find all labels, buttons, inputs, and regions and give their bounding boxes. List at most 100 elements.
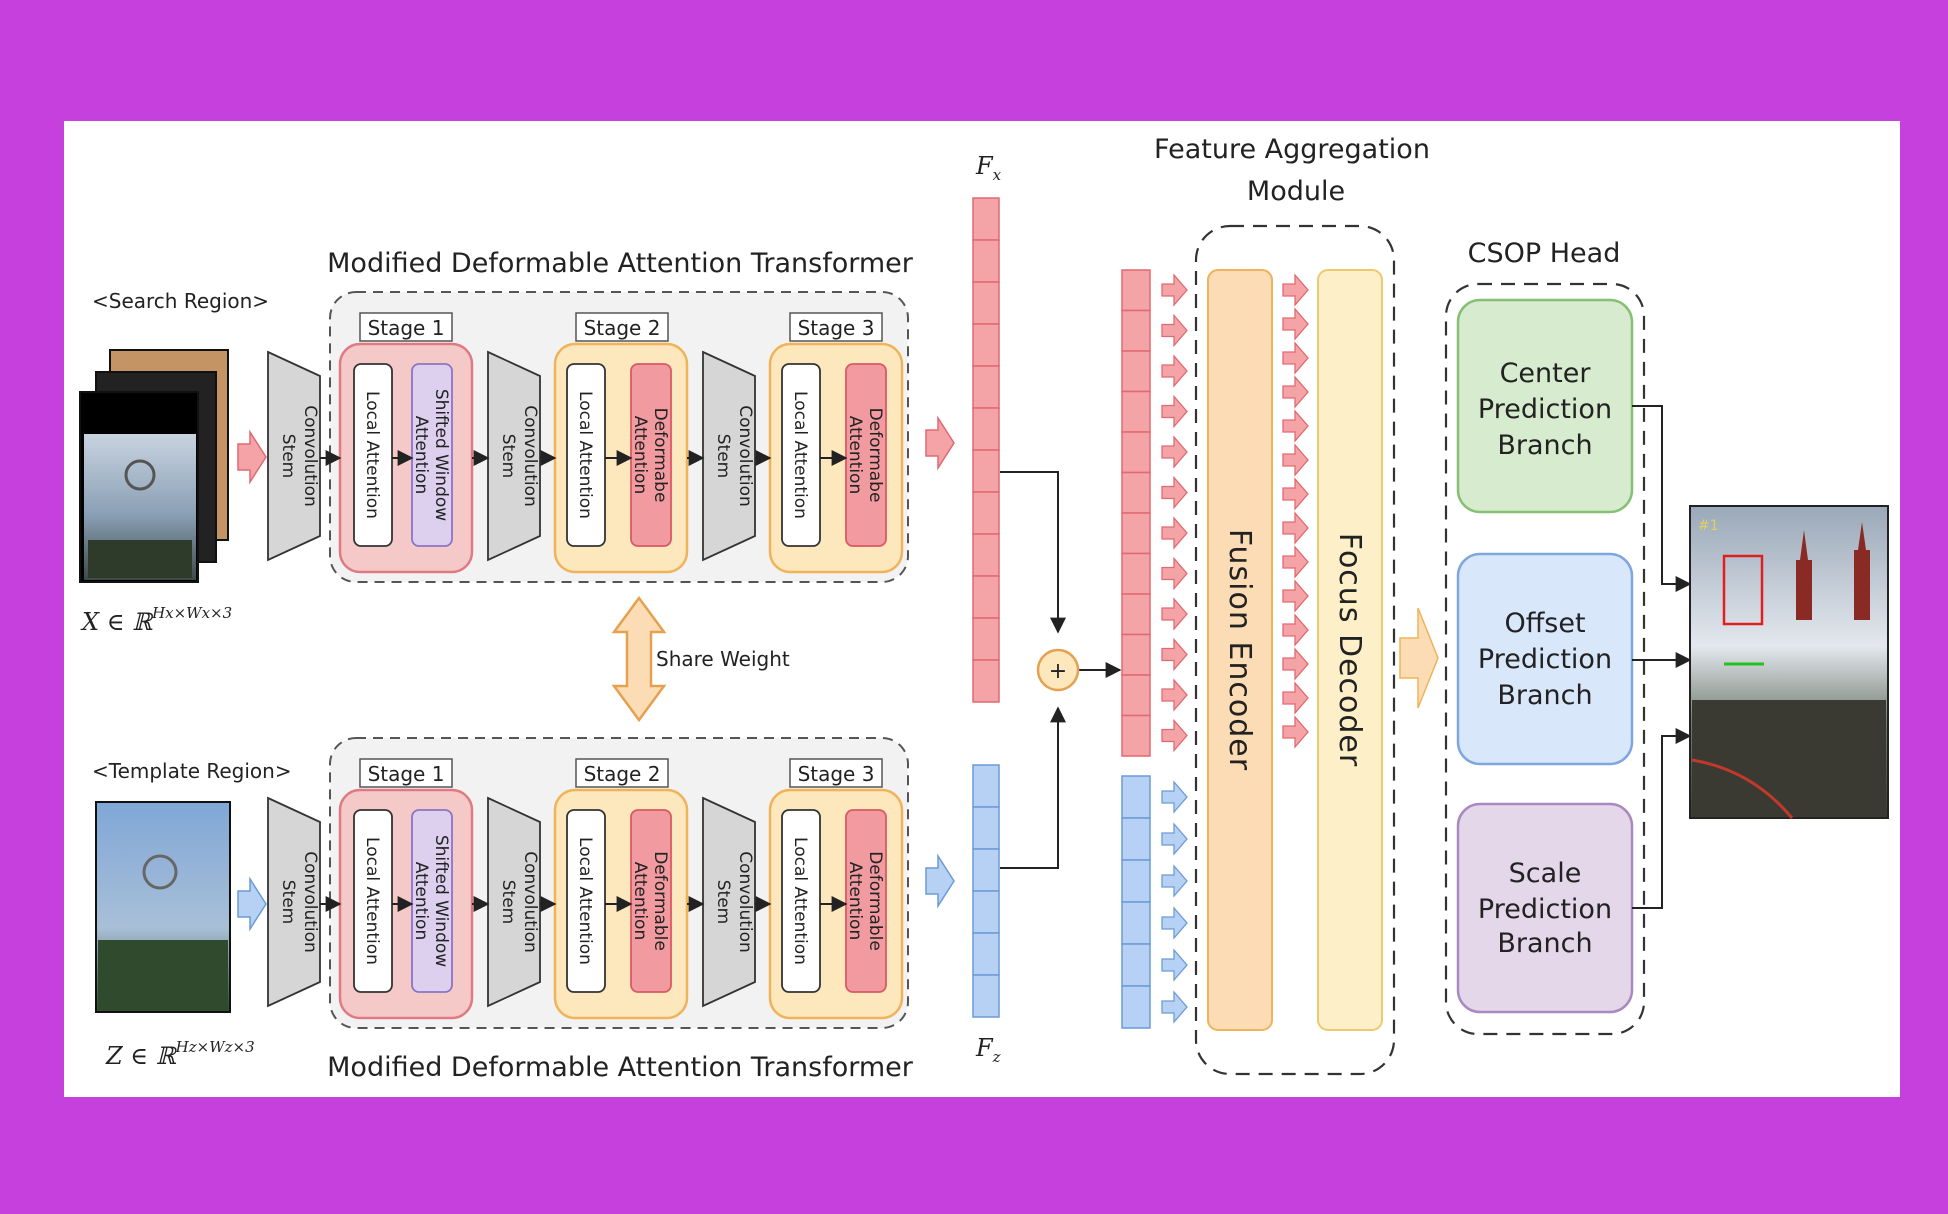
svg-text:Branch: Branch — [1497, 928, 1592, 959]
template-stage-2: Local Attention DeformableAttention — [553, 788, 689, 1020]
small-block-arrow — [1282, 307, 1309, 341]
svg-text:Offset: Offset — [1504, 608, 1585, 639]
small-block-arrow — [1282, 579, 1309, 613]
small-block-arrow — [1161, 354, 1188, 388]
concat-arrows — [1000, 471, 1122, 869]
svg-text:Local Attention: Local Attention — [790, 837, 810, 965]
template-transformer-title: Modified Deformable Attention Transforme… — [327, 1052, 914, 1083]
svg-text:Prediction: Prediction — [1478, 894, 1612, 925]
feature-cell — [1121, 817, 1151, 861]
svg-text:Local Attention: Local Attention — [575, 391, 595, 519]
small-block-arrow — [1161, 637, 1188, 672]
feature-cell — [972, 365, 1000, 409]
small-block-arrow — [1282, 273, 1309, 307]
feature-aggregation-module-box — [1194, 224, 1396, 1076]
template-formula: Z ∈ ℝHz×Wz×3 — [105, 1038, 255, 1070]
output-frame: #1 — [1689, 505, 1889, 819]
rider-shape — [124, 459, 156, 491]
small-block-arrow — [1161, 516, 1188, 550]
feature-cell — [972, 281, 1000, 325]
feature-cell — [1121, 633, 1151, 676]
svg-text:Branch: Branch — [1497, 680, 1592, 711]
feature-cell — [972, 491, 1000, 535]
feature-cell — [1121, 775, 1151, 819]
combined-feature-vector — [1121, 269, 1151, 1029]
small-block-arrow — [1282, 715, 1309, 749]
feature-cell — [972, 848, 1000, 892]
decoder-to-head-arrow — [1399, 607, 1439, 709]
template-frame — [95, 801, 231, 1013]
feature-cell — [972, 197, 1000, 241]
fam-title-line-1: Feature Aggregation — [1154, 134, 1430, 165]
small-block-arrow — [1161, 597, 1188, 631]
svg-text:ConvolutionStem: ConvolutionStem — [713, 405, 755, 507]
search-region-label: <Search Region> — [92, 289, 269, 313]
svg-text:DeformableAttention: DeformableAttention — [630, 851, 670, 951]
svg-text:DeformabeAttention: DeformabeAttention — [845, 408, 885, 503]
feature-cell — [1121, 552, 1151, 595]
feature-cell — [1121, 269, 1151, 312]
feature-cell — [1121, 901, 1151, 945]
small-block-arrow — [1282, 511, 1309, 545]
fusion-encoder-label: Fusion Encoder — [1222, 529, 1257, 771]
svg-text:ConvolutionStem: ConvolutionStem — [713, 851, 755, 953]
search-formula: X ∈ ℝHx×Wx×3 — [80, 604, 232, 636]
svg-text:Center: Center — [1500, 358, 1592, 389]
small-block-arrow — [1161, 948, 1188, 982]
svg-text:DeformabeAttention: DeformabeAttention — [630, 408, 670, 503]
svg-text:Stage 1: Stage 1 — [368, 762, 445, 786]
small-block-arrow — [1282, 443, 1309, 477]
svg-text:ConvolutionStem: ConvolutionStem — [278, 405, 320, 507]
svg-text:Local Attention: Local Attention — [790, 391, 810, 519]
svg-text:Branch: Branch — [1497, 430, 1592, 461]
small-block-arrow — [1282, 545, 1309, 579]
small-block-arrow — [1161, 556, 1188, 591]
small-block-arrow — [1161, 475, 1188, 510]
svg-text:ConvolutionStem: ConvolutionStem — [498, 405, 540, 507]
template-stage-tags: Stage 1 Stage 2 Stage 3 — [359, 758, 883, 788]
backbone-flow-arrows — [320, 450, 848, 912]
feature-cell — [972, 449, 1000, 493]
concat-plus-node — [1036, 648, 1080, 692]
template-input-arrow — [237, 876, 267, 932]
svg-text:Stage 2: Stage 2 — [584, 762, 661, 786]
svg-text:Prediction: Prediction — [1478, 394, 1612, 425]
small-block-arrow — [1161, 780, 1188, 814]
svg-text:Stage 1: Stage 1 — [368, 316, 445, 340]
template-region-label: <Template Region> — [92, 759, 292, 783]
frame-number-label: #1 — [1698, 518, 1719, 534]
feature-cell — [1121, 593, 1151, 636]
small-block-arrow — [1282, 409, 1309, 443]
small-block-arrow — [1161, 822, 1188, 856]
small-block-arrow — [1282, 477, 1309, 511]
center-prediction-branch: Center Prediction Branch — [1456, 298, 1634, 514]
offset-prediction-branch: Offset Prediction Branch — [1456, 552, 1634, 766]
feature-cell — [972, 323, 1000, 367]
small-block-arrow — [1282, 375, 1309, 409]
small-block-arrow — [1161, 906, 1188, 940]
feature-cell — [1121, 714, 1151, 757]
feature-cell — [1121, 859, 1151, 903]
search-stage-tags: Stage 1 Stage 2 Stage 3 — [359, 312, 883, 342]
search-transformer-title: Modified Deformable Attention Transforme… — [327, 248, 914, 279]
small-block-arrow — [1161, 273, 1188, 307]
small-block-arrow — [1282, 647, 1309, 681]
feature-label-bottom: Fz — [975, 1034, 1001, 1066]
feature-cell — [1121, 431, 1151, 474]
svg-text:Prediction: Prediction — [1478, 644, 1612, 675]
feature-cell — [972, 239, 1000, 283]
feature-cell — [1121, 309, 1151, 352]
feature-cell — [972, 407, 1000, 451]
svg-text:Stage 2: Stage 2 — [584, 316, 661, 340]
search-frames-stack — [79, 349, 229, 583]
svg-text:Shifted WindowAttention: Shifted WindowAttention — [411, 835, 451, 967]
template-feature-vector — [972, 764, 1000, 1018]
feature-cell — [972, 932, 1000, 976]
share-weight-arrow — [611, 595, 667, 723]
search-input-arrow — [237, 429, 267, 485]
small-block-arrow — [1161, 435, 1188, 469]
decoder-input-arrows — [1282, 273, 1309, 749]
small-block-arrow — [1282, 341, 1309, 375]
head-output-arrows — [1632, 405, 1692, 909]
svg-text:Shifted WindowAttention: Shifted WindowAttention — [411, 389, 451, 521]
